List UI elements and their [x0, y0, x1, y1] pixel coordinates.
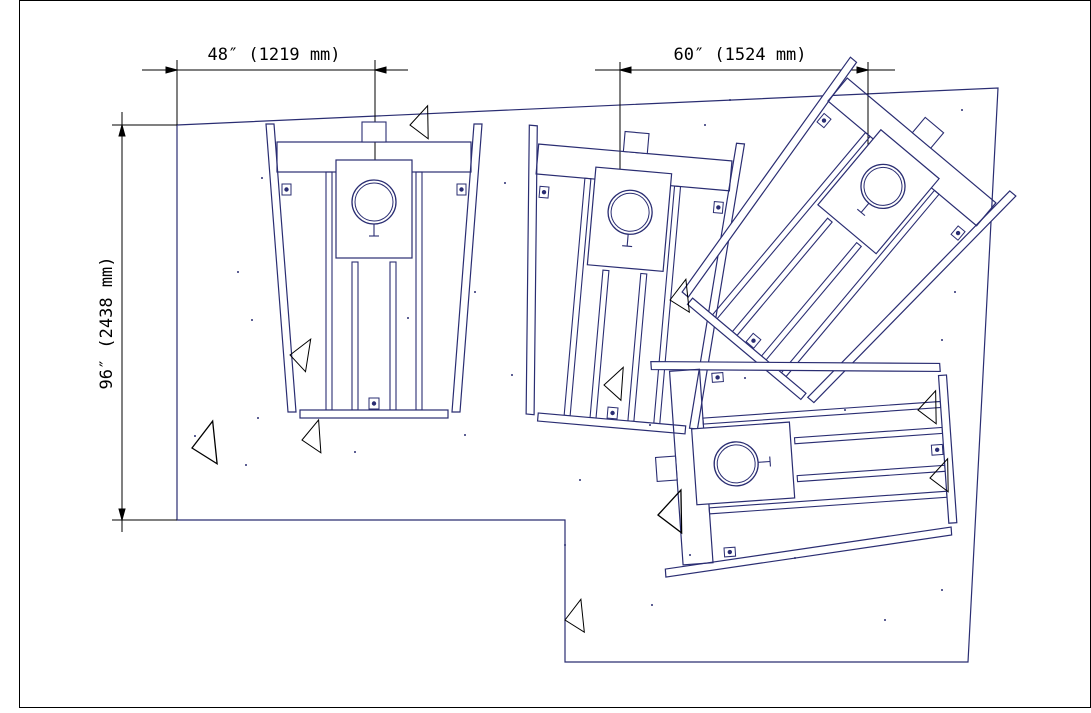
dimension-48-label: 48″ (1219 mm) [207, 45, 340, 65]
sheet-border [19, 0, 1091, 708]
equipment-unit-4 [648, 340, 960, 578]
dimension-96 [112, 112, 177, 532]
dimension-96-label: 96″ (2438 mm) [97, 256, 117, 389]
concrete-speckles [194, 99, 963, 621]
equipment-unit-1 [265, 121, 483, 419]
equipment-unit-2 [503, 122, 746, 438]
dimension-60-label: 60″ (1524 mm) [673, 45, 806, 65]
